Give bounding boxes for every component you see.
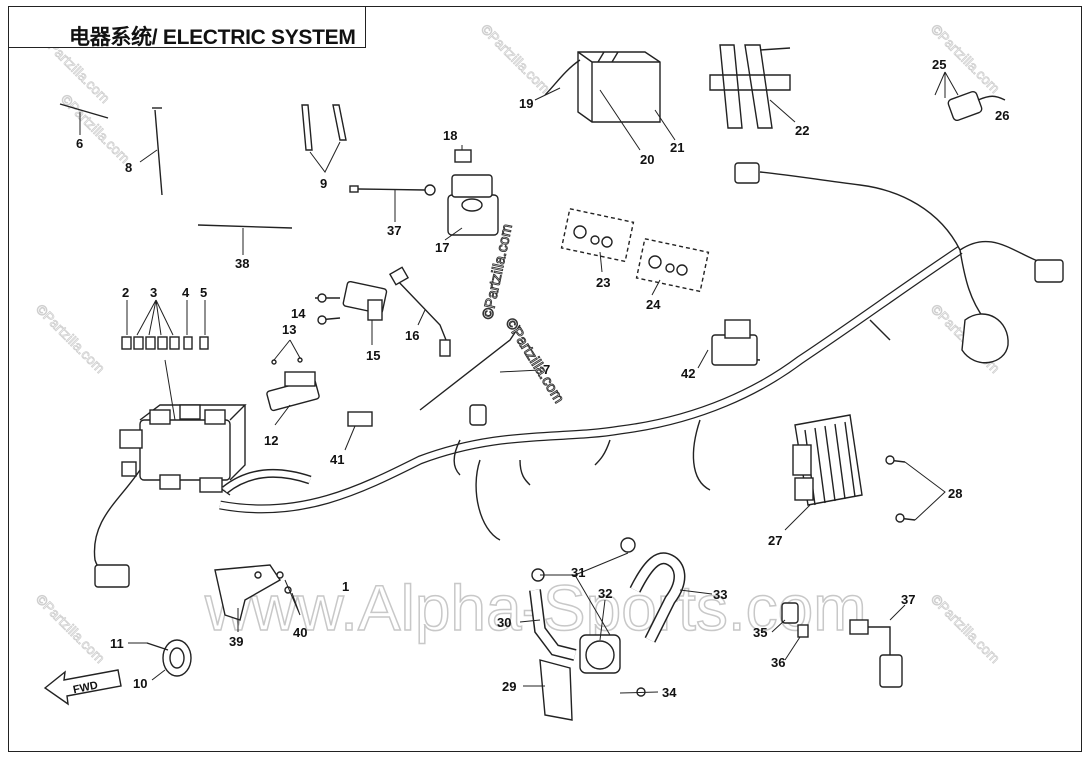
callout-19: 19 (519, 96, 533, 111)
horn-10 (128, 639, 192, 681)
sensor-26 (934, 71, 1006, 122)
sensor-16 (388, 266, 451, 357)
callout-8: 8 (125, 160, 132, 175)
watermark-small: ©Partzilla.com (928, 591, 1003, 666)
callout-18: 18 (443, 128, 457, 143)
callout-3: 3 (150, 285, 157, 300)
battery-21 (534, 51, 676, 151)
cable-37 (349, 184, 436, 222)
round-connector (734, 162, 1064, 364)
watermark-dark: ©Partzilla.com (479, 222, 516, 320)
watermark-small: ©Partzilla.com (33, 591, 108, 666)
watermark-small: ©Partzilla.com (58, 91, 133, 166)
module-15 (315, 280, 388, 345)
callout-4: 4 (182, 285, 190, 300)
main-harness (93, 171, 1041, 574)
callout-41: 41 (330, 452, 344, 467)
callout-15: 15 (366, 348, 380, 363)
callout-9: 9 (320, 176, 327, 191)
callout-36: 36 (771, 655, 785, 670)
callout-38: 38 (235, 256, 249, 271)
callout-5: 5 (200, 285, 207, 300)
callout-11: 11 (110, 636, 124, 651)
callout-24: 24 (646, 297, 661, 312)
callout-37b: 37 (901, 592, 915, 607)
callout-16: 16 (405, 328, 419, 343)
page-title: 电器系统/ ELECTRIC SYSTEM (69, 26, 356, 49)
callout-21: 21 (670, 140, 684, 155)
pump-assembly (519, 537, 713, 721)
starter-relay-17 (444, 145, 499, 241)
straps-9 (301, 104, 347, 173)
fuse-box (94, 404, 247, 588)
rod-6 (59, 103, 109, 119)
callout-39: 39 (229, 634, 243, 649)
ecu-12 (266, 339, 320, 426)
callout-23: 23 (596, 275, 610, 290)
callout-35: 35 (753, 625, 767, 640)
callout-32: 32 (598, 586, 612, 601)
callout-42: 42 (681, 366, 695, 381)
cable-tie-8 (139, 107, 163, 196)
callout-13: 13 (282, 322, 296, 337)
callout-6: 6 (76, 136, 83, 151)
callout-10: 10 (133, 676, 147, 691)
relays-2-5 (121, 299, 209, 421)
kit-24 (635, 237, 710, 296)
part-41 (347, 411, 373, 427)
bracket-22 (709, 44, 796, 129)
callout-20: 20 (640, 152, 654, 167)
callout-17: 17 (435, 240, 449, 255)
diagram-frame (8, 6, 1082, 752)
callout-14: 14 (291, 306, 306, 321)
cable-38 (197, 224, 293, 229)
callout-22: 22 (795, 123, 809, 138)
callout-29: 29 (502, 679, 516, 694)
callout-33: 33 (713, 587, 727, 602)
callout-30: 30 (497, 615, 511, 630)
fwd-arrow: FWD (43, 669, 122, 706)
callout-27: 27 (768, 533, 782, 548)
watermark-small: ©Partzilla.com (478, 21, 553, 96)
callout-31: 31 (571, 565, 585, 580)
bracket-39 (214, 564, 301, 632)
fwd-label: FWD (72, 679, 99, 696)
callout-12: 12 (264, 433, 278, 448)
callout-7: 7 (543, 362, 550, 377)
callout-40: 40 (293, 625, 307, 640)
watermark-dark: ©Partzilla.com (502, 315, 568, 406)
callout-34: 34 (662, 685, 677, 700)
part-35-36 (771, 602, 809, 661)
callout-labels: 1 2 3 4 5 6 7 8 9 10 11 12 13 14 15 16 1… (76, 57, 1009, 700)
callout-26: 26 (995, 108, 1009, 123)
callout-37: 37 (387, 223, 401, 238)
callout-25: 25 (932, 57, 946, 72)
regulator-27 (784, 414, 946, 531)
title-box: 电器系统/ ELECTRIC SYSTEM (8, 6, 366, 49)
sensor-7 (419, 324, 541, 426)
callout-2: 2 (122, 285, 129, 300)
connector-42 (697, 319, 758, 369)
callout-1: 1 (342, 579, 349, 594)
callout-28: 28 (948, 486, 962, 501)
watermark-small: ©Partzilla.com (33, 301, 108, 376)
cable-37b (849, 604, 906, 688)
kit-23 (560, 207, 635, 273)
